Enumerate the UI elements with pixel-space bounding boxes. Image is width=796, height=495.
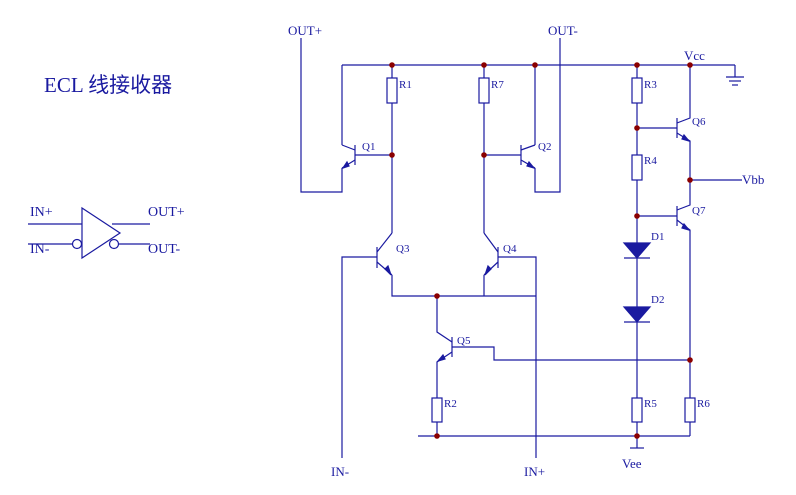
r7-label: R7 [491,79,504,91]
q5-label: Q5 [457,335,471,347]
vcc-label: Vcc [684,48,705,63]
vbb-generator-wiring [637,65,742,436]
differential-line-receiver-icon [28,206,150,260]
r3-resistor [631,77,643,104]
q7-label: Q7 [692,205,706,217]
r4-label: R4 [644,155,657,167]
d1-label: D1 [651,231,664,243]
out-plus-terminal-label: OUT+ [288,23,322,38]
r2-label: R2 [444,398,457,410]
q6-transistor-icon [676,118,691,143]
q7-transistor-icon [676,206,691,232]
q5-transistor-icon [436,337,453,363]
page-title: ECL 线接收器 [44,73,172,97]
r5-resistor [631,397,643,423]
r1-label: R1 [399,79,412,91]
r2-resistor [431,397,443,423]
symbol-out-plus-label: OUT+ [148,205,185,220]
r6-resistor [684,397,696,423]
q1-label: Q1 [362,141,375,153]
d2-diode-icon [622,306,652,323]
symbol-in-minus-label: IN- [30,242,50,257]
q2-transistor-icon [520,144,536,170]
symbol-inverting-bubble-out [108,238,120,250]
r1-resistor [386,77,398,104]
ground-icon [726,76,744,86]
out-minus-terminal-label: OUT- [548,23,578,38]
symbol-triangle [81,206,122,260]
vcc-rail [342,64,736,77]
q4-transistor-icon [483,232,499,276]
r5-label: R5 [644,398,657,410]
d1-diode-icon [622,242,652,259]
q2-label: Q2 [538,141,551,153]
symbol-in-plus-label: IN+ [30,205,53,220]
bias-chain-wiring [630,65,644,449]
symbol-inverting-bubble-in [71,238,83,250]
q3-label: Q3 [396,243,410,255]
r7-resistor [478,77,490,104]
d2-label: D2 [651,294,664,306]
r4-resistor [631,154,643,181]
junction-dots [389,62,693,439]
left-half-wiring [300,38,536,458]
q1-transistor-icon [341,144,356,170]
q3-transistor-icon [376,232,393,276]
q4-label: Q4 [503,243,517,255]
tail-source-wiring [436,296,690,436]
vee-label: Vee [622,456,642,471]
in-minus-terminal-label: IN- [331,464,349,479]
in-plus-terminal-label: IN+ [524,464,545,479]
r3-label: R3 [644,79,657,91]
q6-label: Q6 [692,116,706,128]
symbol-out-minus-label: OUT- [148,242,180,257]
r6-label: R6 [697,398,710,410]
vbb-label: Vbb [742,172,764,187]
